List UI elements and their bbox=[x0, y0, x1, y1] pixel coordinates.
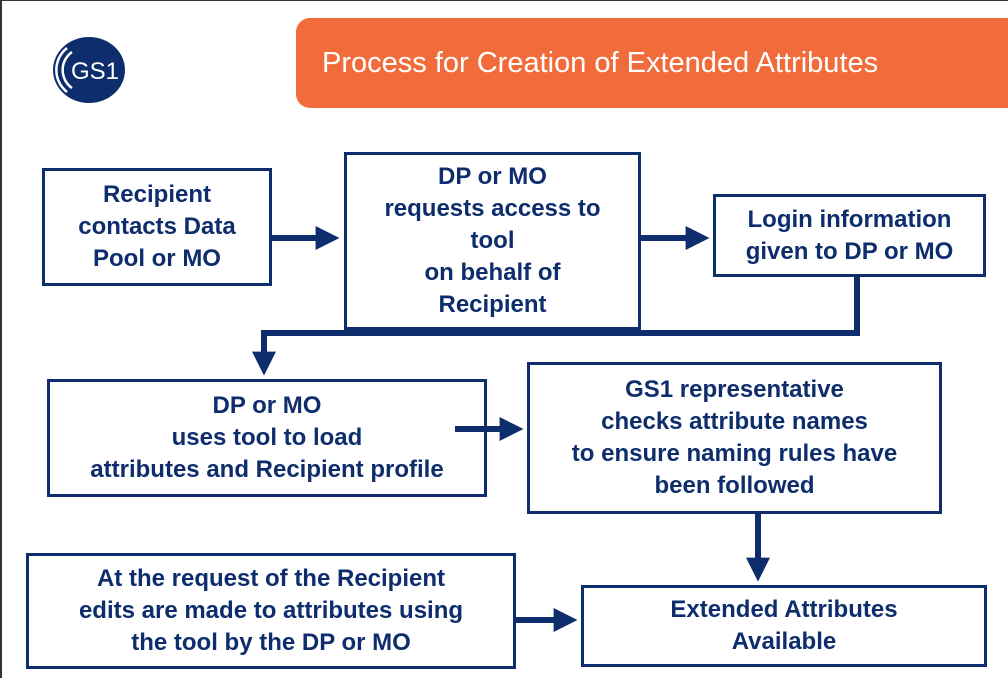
step-recipient-contacts: Recipient contacts Data Pool or MO bbox=[42, 168, 272, 286]
step-edits-made-text: At the request of the Recipient edits ar… bbox=[78, 565, 464, 656]
gs1-logo: GS1 bbox=[49, 36, 126, 104]
step-dp-uses-tool-text: DP or MO uses tool to load attributes an… bbox=[90, 392, 444, 483]
title-banner: Process for Creation of Extended Attribu… bbox=[296, 18, 1008, 108]
step-edits-made: At the request of the Recipient edits ar… bbox=[26, 553, 516, 669]
step-login-information-text: Login information given to DP or MO bbox=[745, 205, 954, 265]
gs1-logo-text: GS1 bbox=[71, 58, 119, 85]
step-dp-requests-access: DP or MO requests access to tool on beha… bbox=[344, 152, 641, 330]
page-title: Process for Creation of Extended Attribu… bbox=[322, 46, 879, 79]
step-login-information: Login information given to DP or MO bbox=[713, 194, 986, 277]
step-gs1-checks-text: GS1 representative checks attribute name… bbox=[571, 376, 898, 499]
step-dp-requests-access-text: DP or MO requests access to tool on beha… bbox=[384, 163, 601, 318]
step-dp-uses-tool: DP or MO uses tool to load attributes an… bbox=[47, 379, 487, 497]
gs1-logo-icon: GS1 bbox=[49, 37, 125, 103]
step-extended-available-text: Extended Attributes Available bbox=[670, 596, 898, 655]
step-recipient-contacts-text: Recipient contacts Data Pool or MO bbox=[78, 181, 236, 272]
step-extended-available: Extended Attributes Available bbox=[581, 585, 987, 667]
arrow-login-to-dp-uses-tool bbox=[252, 277, 860, 376]
step-gs1-checks: GS1 representative checks attribute name… bbox=[527, 362, 942, 514]
